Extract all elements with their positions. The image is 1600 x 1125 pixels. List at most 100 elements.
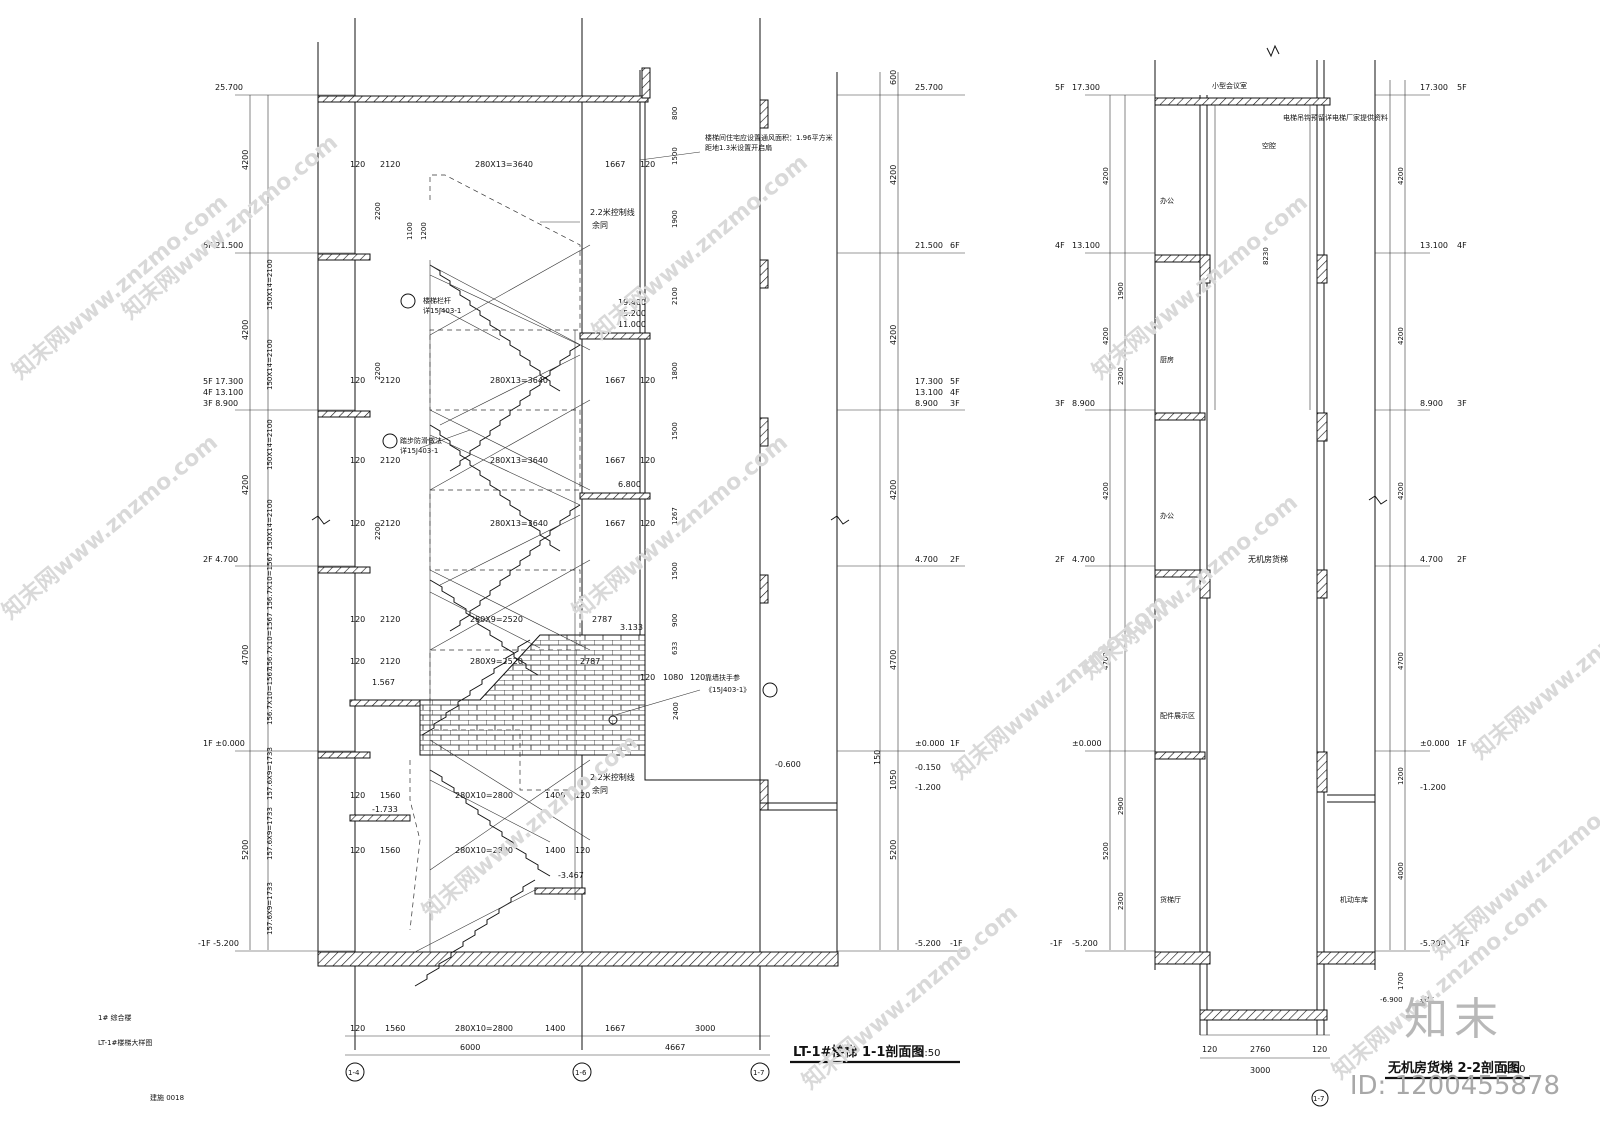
svg-text:知末网www.znzmo.com: 知末网www.znzmo.com — [1467, 569, 1600, 764]
floor-label: 3F — [950, 399, 960, 408]
note-text: 余同 — [592, 785, 608, 795]
dim-label: 4200 — [241, 150, 250, 170]
section-title: LT-1#楼梯 1-1剖面图 — [793, 1044, 924, 1060]
dim-label: 1667 — [605, 1024, 625, 1033]
dim-label: 120 — [575, 791, 590, 800]
dim-label: 1560 — [385, 1024, 405, 1033]
level-label: 6.800 — [618, 480, 641, 489]
floor-label: 5F — [1055, 83, 1065, 92]
dim-label: 156.7X10=1567 — [266, 668, 274, 725]
dim-label: 1500 — [671, 422, 679, 440]
room-label: 电梯吊钩预留详电梯厂家提供资料 — [1283, 113, 1388, 122]
level-label: 3.133 — [620, 623, 643, 632]
dim-label: 156.7X10=1567 — [266, 613, 274, 670]
level-label: 2F 4.700 — [203, 555, 238, 564]
dim-label: 2787 — [592, 615, 612, 624]
dim-label: 157.6X9=1733 — [266, 747, 274, 800]
dim-label: 120 — [350, 456, 365, 465]
floor-label: -1F — [1457, 939, 1470, 948]
room-label: 货梯厅 — [1160, 895, 1181, 904]
floor-label: 1F — [1457, 739, 1467, 748]
dim-label: 4667 — [665, 1043, 685, 1052]
dim-label: 2120 — [380, 519, 400, 528]
section-2-elevator — [1085, 44, 1430, 1059]
level-label: 11.000 — [618, 320, 646, 329]
svg-text:知末网www.znzmo.com: 知末网www.znzmo.com — [7, 189, 233, 384]
dim-label: 2120 — [380, 657, 400, 666]
dim-label: 280X10=2800 — [455, 1024, 513, 1033]
dim-label: 4200 — [241, 320, 250, 340]
dim-label: 150X14=2100 — [266, 339, 274, 390]
dim-label: 6000 — [460, 1043, 480, 1052]
dim-label: 3000 — [695, 1024, 715, 1033]
section-title: 无机房货梯 2-2剖面图 — [1387, 1060, 1520, 1076]
annotation-layer: 25.700 6F 21.500 5F 17.300 4F 13.100 3F … — [98, 70, 1530, 1107]
level-label: 4.700 — [1072, 555, 1095, 564]
axis-label: 1-7 — [1313, 1095, 1324, 1103]
level-label: 19.400 — [618, 298, 646, 307]
level-label: 25.700 — [915, 83, 943, 92]
dim-label: 280X13=3640 — [490, 376, 548, 385]
dim-label: 157.6X9=1733 — [266, 882, 274, 935]
room-label: 小型会议室 — [1212, 81, 1247, 90]
dim-label: 4200 — [1102, 482, 1110, 500]
dim-label: 1400 — [545, 1024, 565, 1033]
room-label: 办公 — [1160, 511, 1174, 520]
dim-label: 1560 — [380, 846, 400, 855]
level-label: 8.900 — [1420, 399, 1443, 408]
floor-label: 2F — [1055, 555, 1065, 564]
svg-text:知末网www.znzmo.com: 知末网www.znzmo.com — [797, 899, 1023, 1094]
dim-label: 4700 — [1397, 652, 1405, 670]
dim-label: 3000 — [1250, 1066, 1270, 1075]
note-text: 余同 — [592, 220, 608, 230]
dim-label: 120 — [1312, 1045, 1327, 1054]
dim-label: 150X14=2100 — [266, 499, 274, 550]
dim-label: 280X13=3640 — [475, 160, 533, 169]
svg-text:知末网www.znzmo.com: 知末网www.znzmo.com — [117, 129, 343, 324]
flight-row: 120 2120 280X13=3640 1667 120 — [350, 160, 655, 169]
room-label: 办公 — [1160, 196, 1174, 205]
dim-label: 5200 — [889, 840, 898, 860]
dim-label: 2200 — [374, 362, 382, 380]
axis-label: 1-7 — [753, 1069, 764, 1077]
room-label: 厨房 — [1160, 355, 1174, 364]
section-scale: 1:50 — [1503, 1064, 1525, 1075]
dim-label: 1267 — [671, 507, 679, 525]
level-label: -1.200 — [915, 783, 941, 792]
dim-label: 1900 — [671, 210, 679, 228]
flight-row: 120 2120 280X13=3640 1667 120 — [350, 376, 655, 385]
dim-label: 120 — [350, 519, 365, 528]
level-label: -0.600 — [775, 760, 801, 769]
level-label: -5.200 — [1420, 939, 1446, 948]
floor-label: 1F — [950, 739, 960, 748]
svg-text:知末网www.znzmo.com: 知末网www.znzmo.com — [587, 149, 813, 344]
level-label: -0.150 — [915, 763, 941, 772]
dim-label: 280X9=2520 — [470, 615, 523, 624]
room-label: 机动车库 — [1340, 895, 1368, 904]
floor-label: 2F — [1457, 555, 1467, 564]
section-scale: 1:50 — [918, 1048, 940, 1059]
dim-label: 1200 — [420, 222, 428, 240]
floor-label: 3F — [1055, 399, 1065, 408]
level-label: -5.200 — [915, 939, 941, 948]
level-label: 21.500 — [915, 241, 943, 250]
dim-label: 120 — [350, 657, 365, 666]
dim-label: 280X13=3640 — [490, 456, 548, 465]
floor-label: 2F — [950, 555, 960, 564]
dim-label: 4200 — [1102, 167, 1110, 185]
level-label: -1F -5.200 — [198, 939, 239, 948]
dim-label: 1667 — [605, 519, 625, 528]
legend-text: LT-1#楼梯大样图 — [98, 1038, 152, 1047]
dim-label: 2100 — [671, 287, 679, 305]
room-label: 无机房货梯 — [1248, 554, 1288, 564]
dim-label: 1667 — [605, 160, 625, 169]
dim-label: 600 — [889, 70, 898, 85]
note-text: 楼梯间住宅应设置通风面积：1.96平方米 — [705, 133, 833, 142]
level-label: ±0.000 — [915, 739, 945, 748]
dim-label: 4700 — [889, 650, 898, 670]
dim-label: 157.6X9=1733 — [266, 807, 274, 860]
svg-text:知末网www.znzmo.com: 知末网www.znzmo.com — [1077, 489, 1303, 684]
logo-mark: 知末 — [1404, 994, 1504, 1045]
dim-label: 120 — [350, 160, 365, 169]
dim-label: 4200 — [1397, 167, 1405, 185]
